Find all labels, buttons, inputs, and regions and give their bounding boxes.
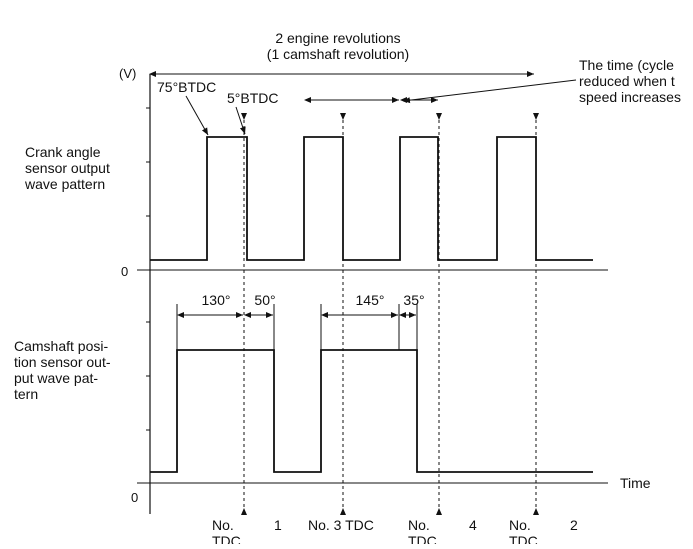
tdc-label-1-no: No. — [212, 517, 234, 533]
cam-angle-145-label: 145° — [356, 292, 385, 308]
tdc-marker-bottom-4 — [436, 508, 442, 515]
time-axis-label: Time — [620, 475, 651, 491]
tdc-marker-bottom-1 — [241, 508, 247, 515]
crank-label-line-1: Crank angle — [25, 144, 101, 160]
cycle-note-line-3: speed increases — [579, 89, 681, 105]
tdc-marker-bottom-2 — [533, 508, 539, 515]
crank-label-line-2: sensor output — [25, 160, 110, 176]
tdc-guide-lines — [243, 120, 537, 508]
tdc-label-4-tdc: TDC — [408, 533, 437, 544]
y-axis-ticks — [146, 107, 150, 431]
btdc-5-pointer — [235, 106, 246, 135]
tdc-label-2-tdc: TDC — [509, 533, 538, 544]
tdc-label-2-no: No. — [509, 517, 531, 533]
tdc-markers — [241, 113, 539, 515]
btdc-75-label: 75°BTDC — [157, 79, 216, 95]
tdc-marker-top-1 — [241, 113, 247, 120]
crank-label-line-3: wave pattern — [24, 176, 105, 192]
voltage-unit-label: (V) — [119, 66, 136, 81]
tdc-marker-top-2 — [533, 113, 539, 120]
tdc-marker-top-3 — [340, 113, 346, 120]
cam-label-line-2: tion sensor out- — [14, 354, 111, 370]
cycle-note-pointer — [402, 79, 577, 104]
cam-angle-50-label: 50° — [254, 292, 275, 308]
cam-label-line-4: tern — [14, 386, 38, 402]
crank-angle-waveform — [150, 136, 593, 261]
tdc-marker-bottom-3 — [340, 508, 346, 515]
camshaft-position-waveform — [150, 349, 593, 473]
btdc-5-label: 5°BTDC — [227, 90, 279, 106]
revolutions-subtitle: (1 camshaft revolution) — [267, 46, 409, 62]
cam-angle-35-label: 35° — [403, 292, 424, 308]
cam-zero-label: 0 — [131, 490, 138, 505]
tdc-label-4-no: No. — [408, 517, 430, 533]
btdc-75-pointer — [185, 95, 209, 136]
cam-label-line-3: put wave pat- — [14, 370, 98, 386]
tdc-label-1-num: 1 — [274, 517, 282, 533]
cycle-note-line-2: reduced when t — [579, 73, 675, 89]
tdc-label-3: No. 3 TDC — [308, 517, 374, 533]
cam-label-line-1: Camshaft posi- — [14, 338, 108, 354]
revolutions-title: 2 engine revolutions — [275, 30, 400, 46]
tdc-label-1-tdc: TDC — [212, 533, 241, 544]
tdc-marker-top-4 — [436, 113, 442, 120]
tdc-label-2-num: 2 — [570, 517, 578, 533]
crank-zero-label: 0 — [121, 264, 128, 279]
tdc-label-4-num: 4 — [469, 517, 477, 533]
cycle-note-line-1: The time (cycle — [579, 57, 674, 73]
cam-angle-130-label: 130° — [202, 292, 231, 308]
